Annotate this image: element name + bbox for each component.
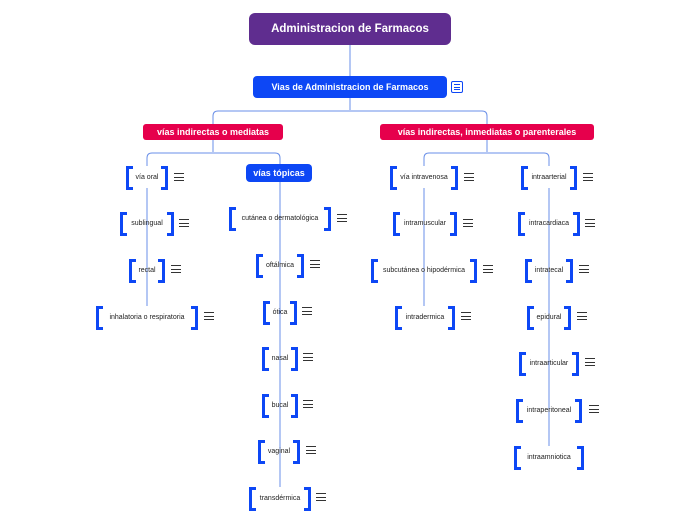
menu-icon[interactable]	[589, 405, 599, 413]
leaf-intradermica[interactable]: intradermica	[395, 306, 455, 330]
menu-icon[interactable]	[463, 219, 473, 227]
leaf-via-oral[interactable]: vía oral	[126, 166, 168, 190]
leaf-inhalatoria[interactable]: inhalatoria o respiratoria	[96, 306, 198, 330]
leaf-sublingual[interactable]: sublingual	[120, 212, 174, 236]
main-topic-node[interactable]: Vias de Administracion de Farmacos	[253, 76, 447, 98]
topic-vias-topicas[interactable]: vías tópicas	[246, 164, 312, 182]
menu-icon[interactable]	[337, 214, 347, 222]
leaf-intratecal[interactable]: intratecal	[525, 259, 573, 283]
root-node[interactable]: Administracion de Farmacos	[249, 13, 451, 45]
leaf-rectal[interactable]: rectal	[129, 259, 165, 283]
menu-icon[interactable]	[204, 312, 214, 320]
leaf-epidural[interactable]: epidural	[527, 306, 571, 330]
leaf-intraamniotica[interactable]: intraamniotica	[514, 446, 584, 470]
menu-icon[interactable]	[306, 446, 316, 454]
menu-icon[interactable]	[579, 265, 589, 273]
leaf-subcutanea[interactable]: subcutánea o hipodérmica	[371, 259, 477, 283]
leaf-intraperitoneal[interactable]: intraperitoneal	[516, 399, 582, 423]
menu-icon[interactable]	[316, 493, 326, 501]
leaf-bucal[interactable]: bucal	[262, 394, 298, 418]
menu-icon[interactable]	[461, 312, 471, 320]
menu-icon[interactable]	[577, 312, 587, 320]
menu-icon[interactable]	[303, 400, 313, 408]
menu-icon[interactable]	[174, 173, 184, 181]
menu-icon[interactable]	[302, 307, 312, 315]
branch-indirect-mediate[interactable]: vías indirectas o mediatas	[143, 124, 283, 140]
leaf-intramuscular[interactable]: intramuscular	[393, 212, 457, 236]
menu-icon[interactable]	[583, 173, 593, 181]
leaf-otica[interactable]: ótica	[263, 301, 297, 325]
leaf-intracardiaca[interactable]: intracardiaca	[518, 212, 580, 236]
branch-indirect-parenteral[interactable]: vías indirectas, inmediatas o parenteral…	[380, 124, 594, 140]
leaf-via-intravenosa[interactable]: vía intravenosa	[390, 166, 458, 190]
menu-icon[interactable]	[483, 265, 493, 273]
menu-icon[interactable]	[585, 219, 595, 227]
menu-icon[interactable]	[464, 173, 474, 181]
menu-icon[interactable]	[171, 265, 181, 273]
menu-icon[interactable]	[179, 219, 189, 227]
leaf-vaginal[interactable]: vaginal	[258, 440, 300, 464]
leaf-intraarterial[interactable]: intraarterial	[521, 166, 577, 190]
leaf-oftalmica[interactable]: oftálmica	[256, 254, 304, 278]
leaf-transdermica[interactable]: transdérmica	[249, 487, 311, 511]
menu-icon[interactable]	[310, 260, 320, 268]
menu-icon[interactable]	[451, 81, 463, 93]
leaf-nasal[interactable]: nasal	[262, 347, 298, 371]
leaf-intraarticular[interactable]: intraarticular	[519, 352, 579, 376]
menu-icon[interactable]	[303, 353, 313, 361]
leaf-cutanea[interactable]: cutánea o dermatológica	[229, 207, 331, 231]
menu-icon[interactable]	[585, 358, 595, 366]
